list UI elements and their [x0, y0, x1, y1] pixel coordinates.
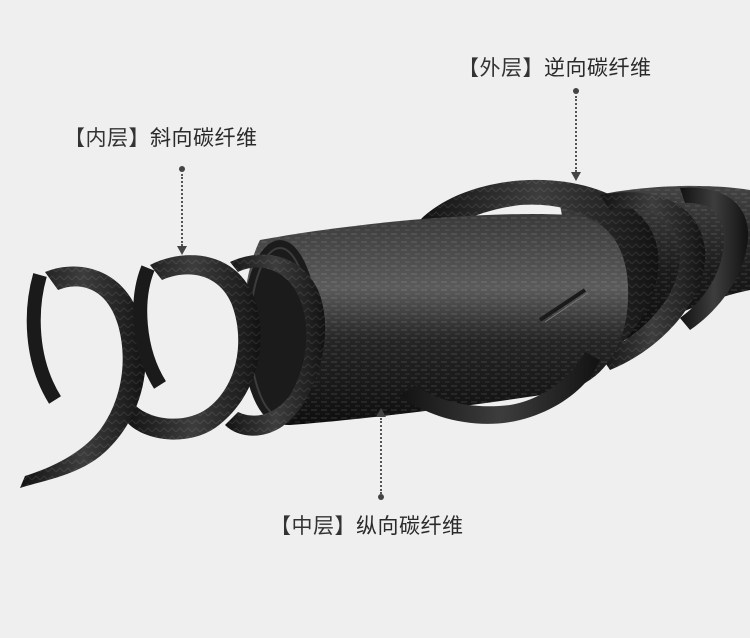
- bracket-close: 】: [334, 514, 356, 538]
- inner-leader-arrow: [177, 246, 187, 255]
- outer-layer-label: 【外层】逆向碳纤维: [458, 52, 652, 82]
- layer-tag: 外层: [479, 56, 523, 80]
- layer-tag: 中层: [291, 514, 335, 538]
- layer-description: 斜向碳纤维: [150, 126, 258, 150]
- middle-leader-dot: [378, 494, 384, 500]
- outer-leader-line: [575, 96, 577, 172]
- bracket-close: 】: [128, 126, 150, 150]
- outer-leader-arrow: [571, 172, 581, 181]
- middle-leader-arrow: [376, 408, 386, 417]
- inner-ribbon-1-back: [26, 273, 62, 404]
- inner-leader-dot: [179, 166, 185, 172]
- layer-tag: 内层: [85, 126, 129, 150]
- inner-layer-label: 【内层】斜向碳纤维: [64, 122, 258, 152]
- inner-ribbon-2-back: [133, 265, 167, 389]
- middle-layer-label: 【中层】纵向碳纤维: [270, 510, 464, 540]
- outer-ribbon-front: [400, 352, 600, 424]
- layer-description: 纵向碳纤维: [356, 514, 464, 538]
- inner-leader-line: [181, 174, 183, 246]
- middle-leader-line: [380, 418, 382, 494]
- layer-description: 逆向碳纤维: [544, 56, 652, 80]
- bracket-open: 【: [270, 514, 292, 538]
- bracket-open: 【: [64, 126, 86, 150]
- bracket-close: 】: [522, 56, 544, 80]
- bracket-open: 【: [458, 56, 480, 80]
- outer-leader-dot: [573, 88, 579, 94]
- outer-ribbon-3: [680, 187, 749, 330]
